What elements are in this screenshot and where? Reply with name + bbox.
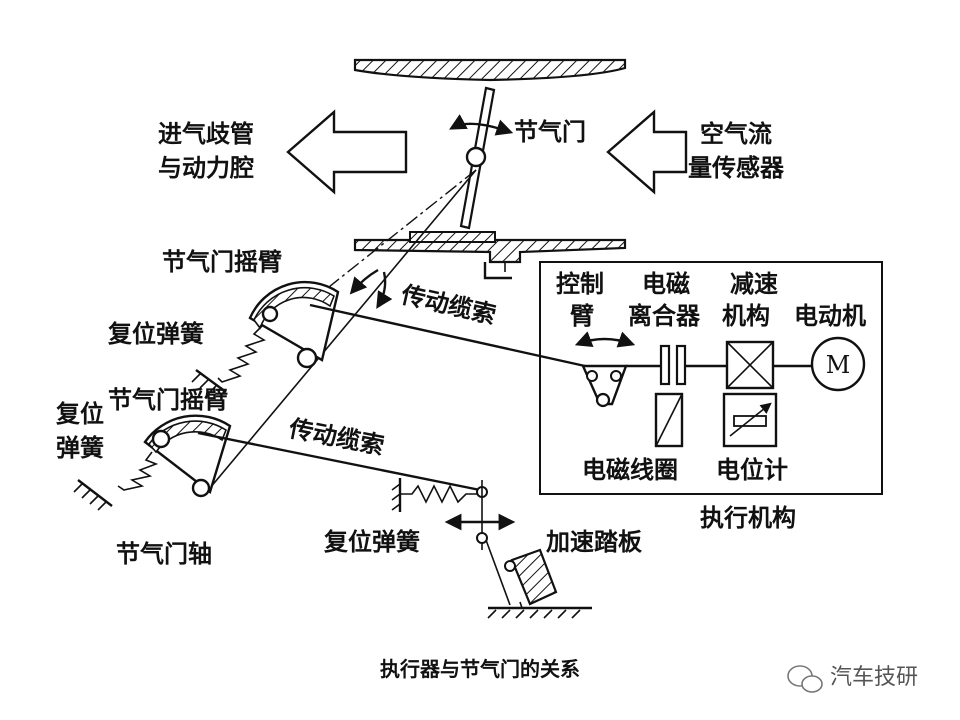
label-em-clutch-2: 离合器 (628, 302, 701, 330)
label-accel-pedal: 加速踏板 (546, 528, 643, 556)
air-flow-direction-arrow (606, 109, 688, 195)
lower-throttle-rocker (143, 414, 232, 498)
label-return-spring-top: 复位弹簧 (107, 320, 204, 348)
label-reducer-2: 机构 (722, 302, 770, 330)
label-throttle-shaft: 节气门轴 (116, 540, 212, 568)
label-reducer-1: 减速 (730, 270, 778, 298)
motor-part (810, 336, 866, 392)
motor-symbol: M (826, 351, 851, 379)
label-em-clutch-1: 电磁 (642, 270, 690, 298)
throttle-body-bottom-wall (353, 231, 627, 280)
throttle-body-top-wall (353, 58, 627, 82)
label-motor: 电动机 (794, 302, 866, 330)
wechat-logo-icon (787, 665, 823, 693)
throttle-plate (459, 86, 496, 230)
label-cable-top: 传动缆索 (398, 280, 499, 329)
actuator-frame (539, 261, 883, 495)
label-control-arm-2: 臂 (570, 302, 594, 330)
label-control-arm-1: 控制 (556, 270, 604, 298)
label-air-flow-sensor-1: 空气流 (700, 120, 772, 148)
lower-return-spring (73, 451, 159, 511)
label-return-spring-left-1: 复位 (55, 400, 104, 428)
label-potentiometer: 电位计 (716, 456, 788, 484)
label-throttle-rocker-bottom: 节气门摇臂 (108, 386, 228, 414)
label-return-spring-pedal: 复位弹簧 (323, 528, 420, 556)
reducer-part (725, 340, 812, 390)
control-arm-part (581, 364, 660, 408)
upper-return-spring (191, 325, 266, 395)
upper-throttle-rocker (248, 280, 340, 369)
throttle-rotation-arrow (449, 114, 514, 136)
label-intake-manifold-2: 与动力腔 (158, 154, 254, 182)
control-arm-motion-arrow (574, 331, 636, 348)
em-clutch-part (659, 344, 727, 386)
label-return-spring-left-2: 弹簧 (56, 434, 104, 462)
shaft-rotation-arrow-1 (349, 268, 379, 295)
figure-caption: 执行器与节气门的关系 (380, 657, 580, 681)
intake-direction-arrow (286, 109, 408, 195)
label-actuator: 执行机构 (700, 504, 796, 532)
label-air-flow-sensor-2: 量传感器 (688, 154, 785, 182)
em-coil-part (654, 392, 684, 448)
label-intake-manifold-1: 进气歧管 (158, 120, 254, 148)
label-throttle-rocker-top: 节气门摇臂 (162, 248, 282, 276)
potentiometer-part (722, 392, 778, 448)
watermark-text: 汽车技研 (830, 665, 918, 690)
label-em-coil: 电磁线圈 (582, 456, 678, 484)
shaft-rotation-arrow-2 (376, 271, 393, 309)
lower-drive-cable (197, 431, 481, 492)
throttle-shaft-line (209, 169, 477, 489)
label-throttle: 节气门 (514, 118, 586, 146)
accelerator-pedal (487, 548, 592, 619)
